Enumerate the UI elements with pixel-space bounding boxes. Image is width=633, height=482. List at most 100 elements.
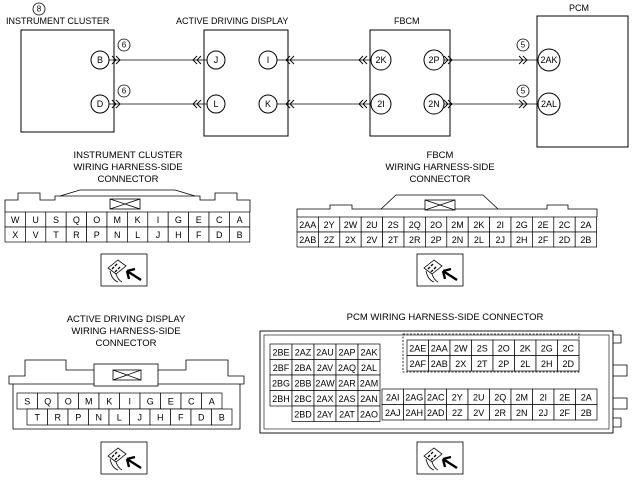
- pin-label: 2AE: [409, 343, 426, 353]
- fbcm-box: [369, 29, 451, 137]
- pin-cell: 2AR: [335, 374, 359, 391]
- pin-label: I: [157, 215, 160, 225]
- pin-label: 2P: [431, 235, 442, 245]
- pin-cell: G: [139, 392, 161, 410]
- pin-label: D: [216, 230, 223, 240]
- pin-label: 2AP: [338, 347, 355, 357]
- pin-cell: J: [147, 226, 169, 243]
- pin-cell: D: [190, 408, 212, 426]
- pin-cell: 2AZ: [291, 343, 315, 360]
- active-driving-display-unit: ACTIVE DRIVING DISPLAY J I L K: [176, 16, 289, 137]
- pin-cell: 2AX: [313, 390, 337, 407]
- pin-label: 2V: [473, 408, 484, 418]
- pin-label: 2AB: [431, 359, 448, 369]
- pin-label: V: [33, 230, 39, 240]
- ic-conn-b-circle: [117, 38, 131, 52]
- pin-cell: 2G: [510, 216, 533, 233]
- pin-cell: 2L: [467, 231, 490, 248]
- plug-view-icon: [416, 441, 464, 475]
- plug-view-icon: [100, 253, 148, 287]
- pin-label: 2J: [496, 235, 506, 245]
- pin-cell: S: [16, 392, 38, 410]
- pin-cell: 2AC: [424, 388, 447, 405]
- pin-cell: 2D: [557, 355, 580, 372]
- pin-cell: 2V: [360, 231, 383, 248]
- pin-label: 2AA: [299, 220, 316, 230]
- pin-cell: 2J: [489, 231, 512, 248]
- pin-cell: 2X: [449, 355, 472, 372]
- wires: [109, 59, 538, 105]
- pin-label: 2AK: [360, 347, 377, 357]
- pin-label: 2BF: [273, 363, 290, 373]
- pin-cell: 2F: [532, 231, 555, 248]
- pin-cell: N: [88, 408, 110, 426]
- pin-label: J: [156, 230, 161, 240]
- pin-label: O: [65, 397, 72, 407]
- pin-cell: 2W: [449, 339, 472, 356]
- pin-label: 2G: [541, 343, 553, 353]
- pin-cell: 2Q: [489, 388, 512, 405]
- pin-label: 2BC: [294, 394, 312, 404]
- pin-label: 2K: [473, 220, 484, 230]
- pin-cell: Q: [65, 211, 87, 228]
- pin-cell: 2I: [532, 388, 555, 405]
- pin-cell: R: [65, 226, 87, 243]
- pin-label: 2AD: [427, 408, 445, 418]
- pcm-conn-title: PCM WIRING HARNESS-SIDE CONNECTOR: [347, 312, 544, 323]
- pin-label: 2AZ: [295, 347, 312, 357]
- ic-conn-title-1: INSTRUMENT CLUSTER: [73, 150, 182, 161]
- pin-cell: 2AK: [357, 343, 381, 360]
- pin-label: 2R: [494, 408, 506, 418]
- pin-label: 2T: [477, 359, 488, 369]
- pin-label: 2Q: [494, 392, 506, 402]
- pin-label: 2F: [559, 408, 570, 418]
- fbcm-title: FBCM: [394, 16, 420, 26]
- pin-label: 2AW: [315, 378, 335, 388]
- pin-label: F: [196, 230, 202, 240]
- pin-cell: 2AV: [313, 359, 337, 376]
- pin-cell: 2U: [467, 388, 490, 405]
- add-title: ACTIVE DRIVING DISPLAY: [176, 16, 288, 26]
- pin-label: 2W: [344, 220, 358, 230]
- pin-label: 2J: [538, 408, 548, 418]
- pin-label: 2U: [473, 392, 485, 402]
- pin-cell: 2F: [553, 404, 576, 421]
- pcm-box: [536, 15, 629, 148]
- pin-cell: 2AO: [357, 405, 381, 422]
- pin-cell: I: [119, 392, 141, 410]
- pin-label: 2S: [388, 220, 399, 230]
- pin-label: E: [168, 397, 174, 407]
- pcm-title: PCM: [569, 3, 589, 13]
- pin-cell: Q: [37, 392, 59, 410]
- pin-cell: 2A: [574, 216, 597, 233]
- pin-cell: 2N: [446, 231, 469, 248]
- pin-cell: 2BB: [291, 374, 315, 391]
- pin-label: M: [113, 215, 121, 225]
- ic-pin-d: D: [97, 99, 104, 109]
- pin-label: 2AR: [338, 378, 356, 388]
- pin-cell: 2Q: [403, 216, 426, 233]
- pin-cell: G: [167, 211, 189, 228]
- pin-label: A: [237, 215, 243, 225]
- pin-cell: 2AF: [406, 355, 429, 372]
- pin-cell: 2Y: [446, 388, 469, 405]
- pcm-conn-bottom-number: 5: [521, 87, 526, 96]
- pin-cell: 2R: [403, 231, 426, 248]
- pin-cell: 2E: [532, 216, 555, 233]
- pin-cell: 2BC: [291, 390, 315, 407]
- pin-label: 2BE: [272, 347, 289, 357]
- pin-cell: H: [167, 226, 189, 243]
- pin-label: 2Q: [409, 220, 421, 230]
- fbcm-pin-2p: 2P: [428, 55, 439, 65]
- pin-cell: 2B: [574, 231, 597, 248]
- pin-label: 2L: [520, 359, 530, 369]
- pin-cell: 2H: [510, 231, 533, 248]
- pin-cell: 2Z: [318, 231, 341, 248]
- pin-cell: C: [180, 392, 202, 410]
- pin-label: P: [94, 230, 100, 240]
- pin-label: C: [216, 215, 223, 225]
- pin-cell: E: [160, 392, 182, 410]
- pin-label: J: [138, 413, 143, 423]
- pin-cell: P: [86, 226, 108, 243]
